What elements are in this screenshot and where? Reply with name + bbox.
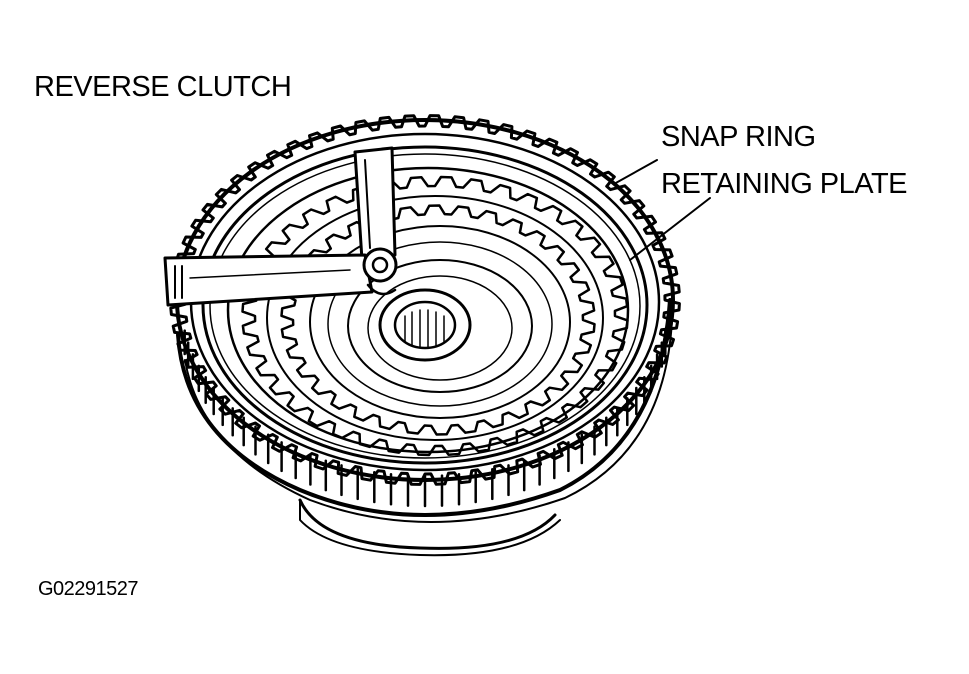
retaining-plate	[226, 166, 630, 454]
diagram-title: REVERSE CLUTCH	[34, 71, 292, 103]
snap-ring-leader	[613, 159, 658, 185]
retaining-plate-leader	[629, 197, 711, 261]
hub	[378, 288, 472, 362]
snap-ring-pliers	[163, 146, 398, 307]
clutch-plates	[241, 175, 629, 457]
snap-ring	[201, 145, 649, 465]
retaining-plate-label: RETAINING PLATE	[661, 168, 908, 200]
snap-ring-label: SNAP RING	[661, 121, 816, 153]
clutch-drum	[175, 118, 675, 557]
figure-id: G02291527	[38, 578, 139, 600]
